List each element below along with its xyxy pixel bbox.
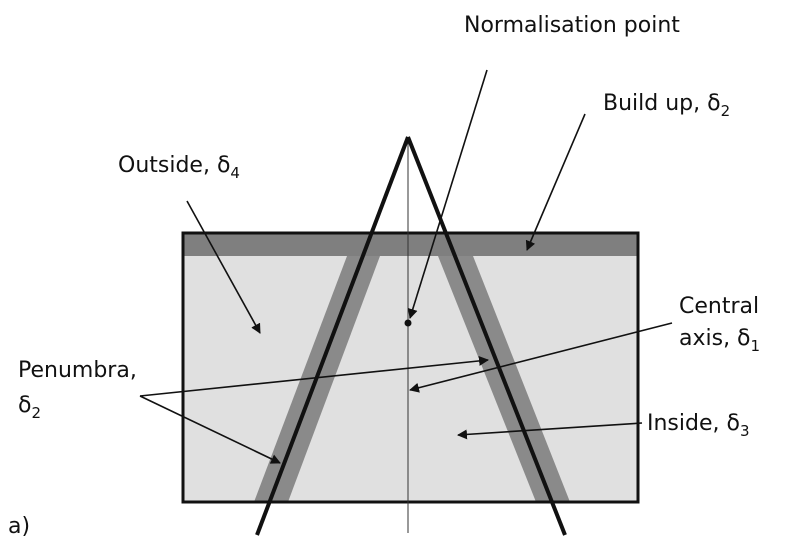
inside-pointer-arrow: [457, 422, 643, 440]
right-beam-edge: [406, 136, 567, 536]
normalisation-point-dot: [404, 319, 412, 327]
penumbra-label: Penumbra,: [18, 358, 137, 383]
normalisation-point-label: Normalisation point: [464, 13, 680, 38]
panel-label: a): [8, 514, 30, 539]
normalisation-pointer-arrow: [407, 69, 488, 319]
build-up-label: Build up, δ2: [603, 91, 730, 120]
left-beam-edge: [255, 136, 410, 536]
penumbra-pointer-arrow-lower: [139, 395, 281, 464]
outside-label: Outside, δ4: [118, 153, 240, 182]
central-axis-pointer-arrow: [409, 322, 673, 393]
inside-label: Inside, δ3: [647, 411, 750, 440]
build-up-pointer-arrow: [525, 113, 586, 251]
outside-pointer-arrow: [186, 200, 261, 334]
central-axis-label: Central: [679, 294, 759, 319]
penumbra-pointer-arrow-upper: [139, 355, 489, 397]
build-up-layer: [183, 233, 638, 256]
penumbra-label-line2: δ2: [18, 393, 41, 422]
central-axis-label-line2: axis, δ1: [679, 326, 760, 355]
phantom-outline: [181, 231, 640, 504]
